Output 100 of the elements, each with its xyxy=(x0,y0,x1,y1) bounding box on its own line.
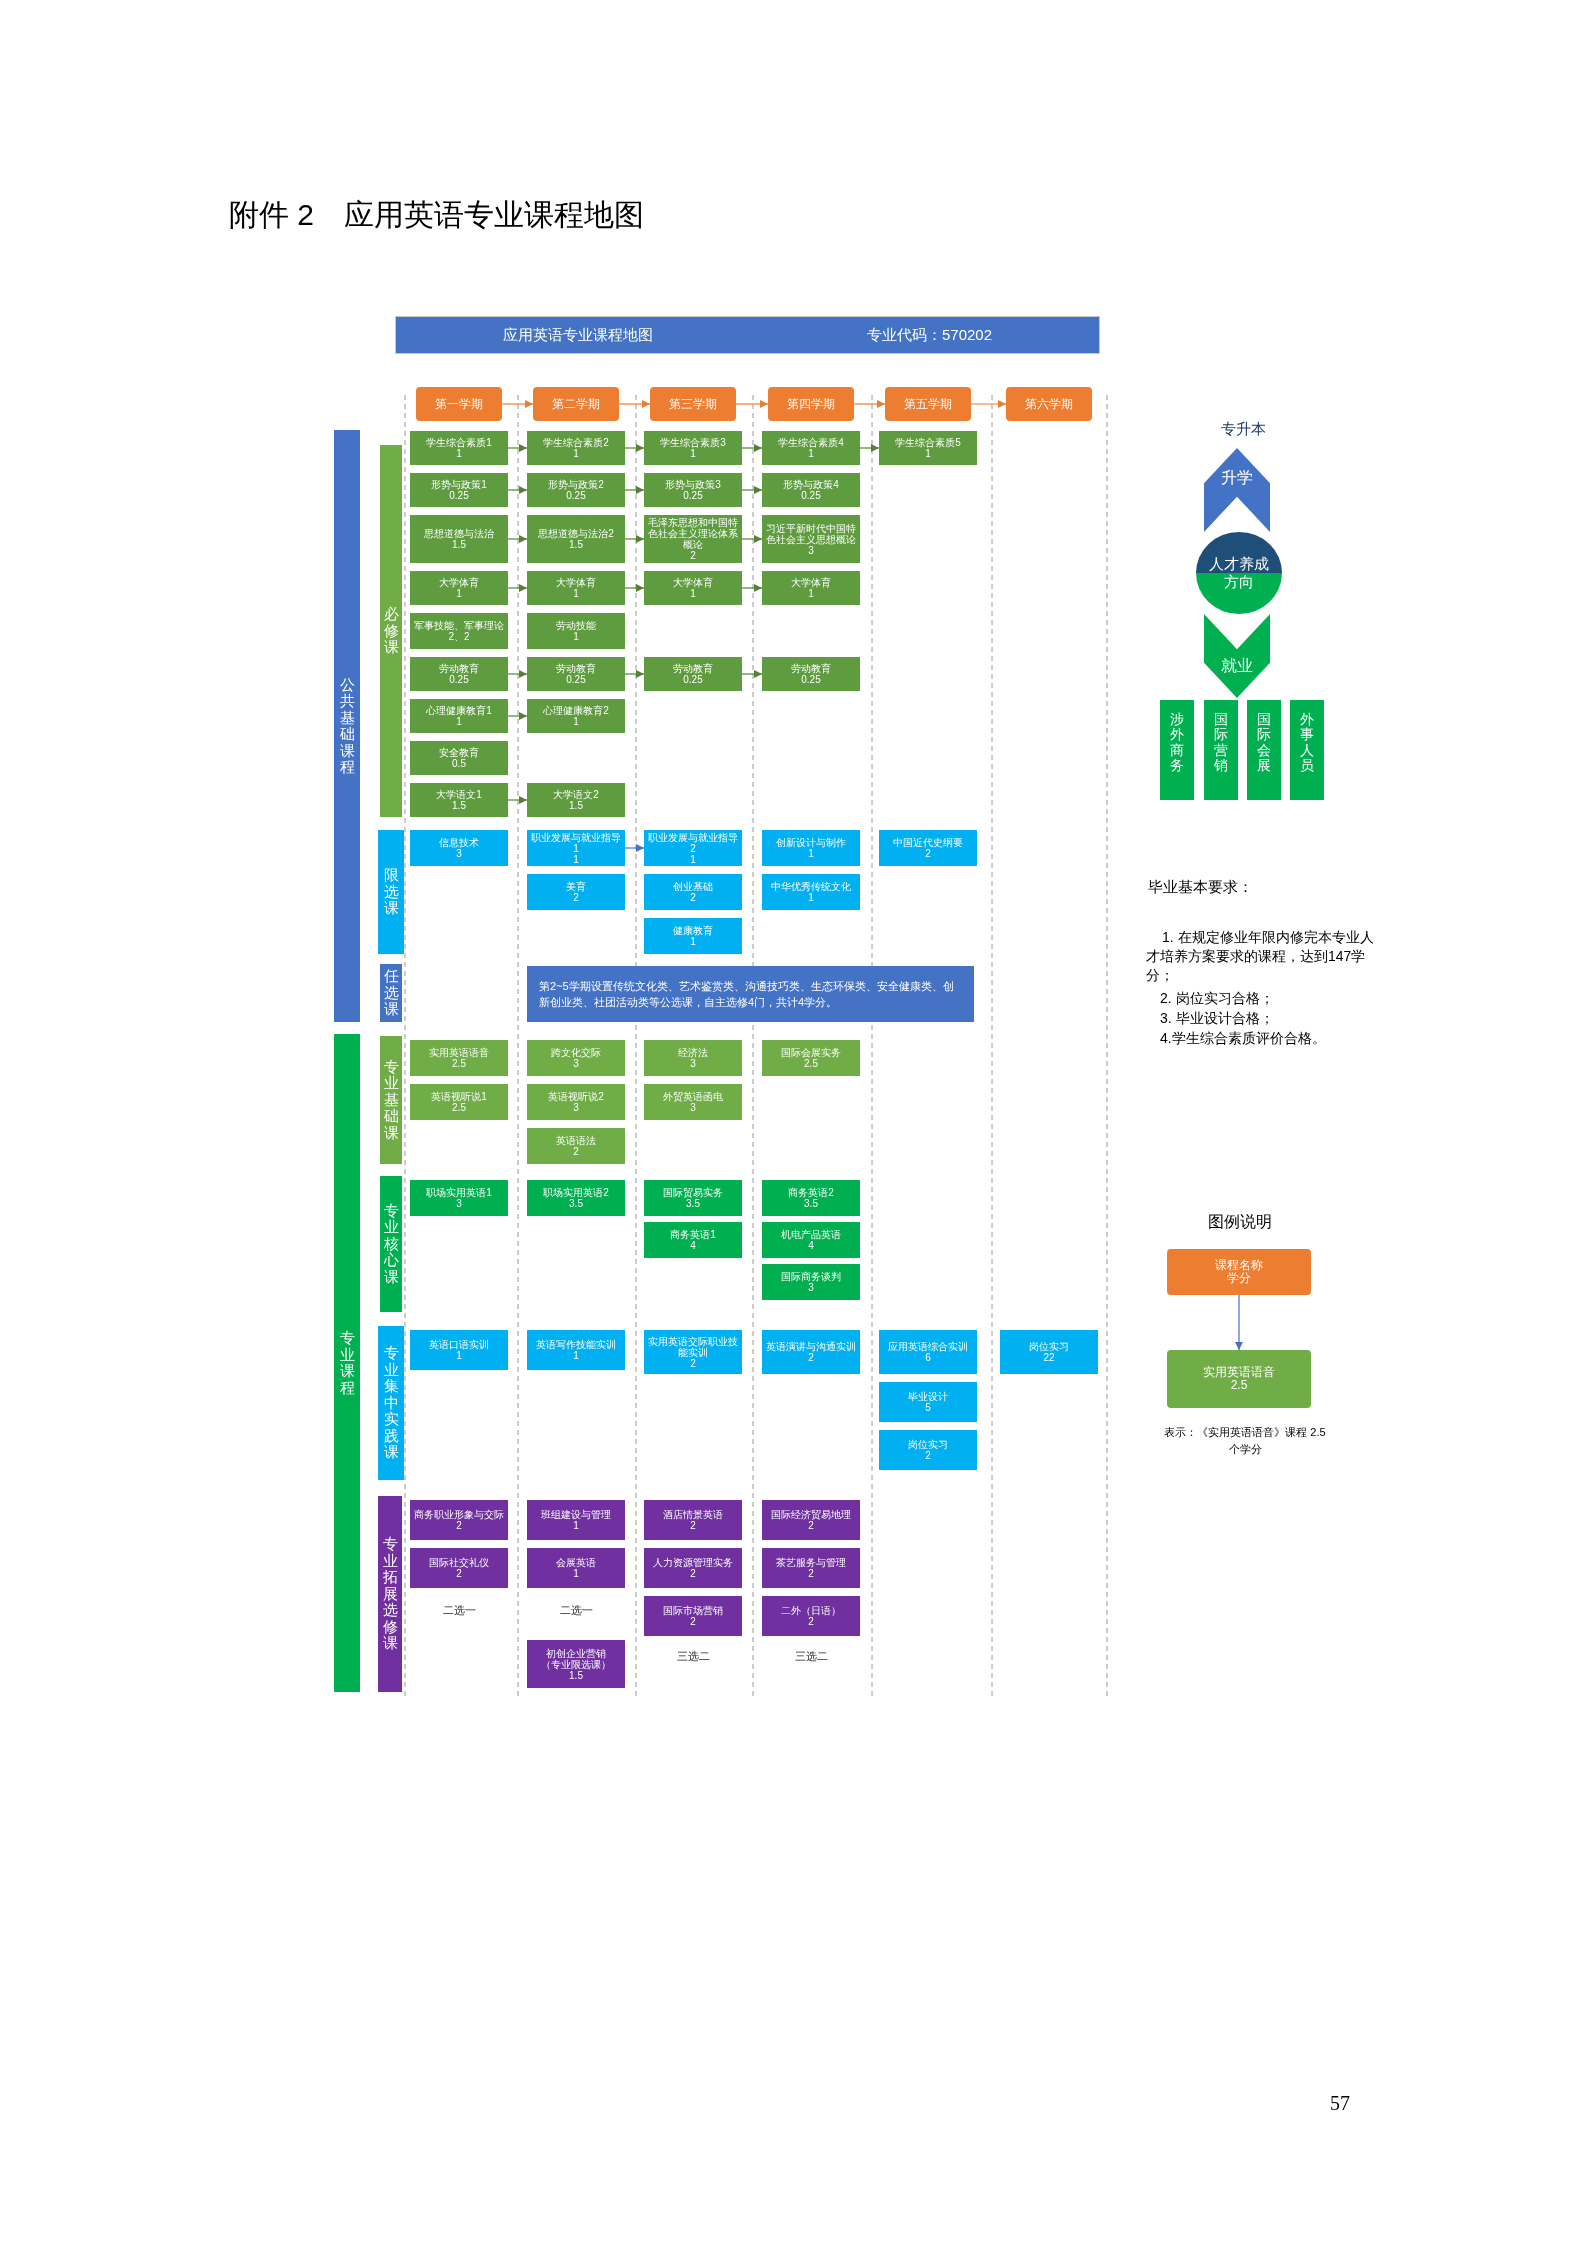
credit-value: 学分 xyxy=(1227,1272,1251,1286)
credit-value: 1 xyxy=(573,853,579,865)
course-name: 信息技术 xyxy=(439,837,479,848)
credit-value: 1 xyxy=(456,716,462,727)
course-box xyxy=(410,783,508,817)
course-box xyxy=(527,613,625,649)
requirement-text: 3. 毕业设计合格； xyxy=(1160,1009,1275,1028)
course-name: 职场实用英语1 xyxy=(426,1187,492,1198)
course-box xyxy=(410,830,508,866)
course-name: 形势与政策4 xyxy=(783,479,839,490)
arrow xyxy=(1235,1294,1243,1351)
selection-note: 三选二 xyxy=(675,1649,711,1664)
course-box xyxy=(527,473,625,507)
course-box xyxy=(527,657,625,691)
course-name: 英语写作技能实训 xyxy=(536,1339,616,1350)
credit-value: 2 xyxy=(573,892,579,903)
credit-value: 1.5 xyxy=(569,1669,583,1681)
credit-value: 2、2 xyxy=(448,631,470,642)
credit-value: 1 xyxy=(573,1350,579,1361)
credit-value: 2 xyxy=(690,1568,696,1579)
course-name: 英语视听说2 xyxy=(548,1091,604,1102)
arrow xyxy=(741,535,763,543)
course-name: 初创企业营销 xyxy=(546,1647,606,1659)
course-box xyxy=(762,1500,860,1540)
selection-note: 三选二 xyxy=(793,1649,829,1664)
credit-value: 2.5 xyxy=(452,1058,466,1069)
course-name: 心理健康教育1 xyxy=(426,705,492,716)
arrow xyxy=(624,535,645,543)
course-box xyxy=(644,1330,742,1374)
course-box xyxy=(410,473,508,507)
legend-caption: 表示：《实用英语语音》课程 2.5个学分 xyxy=(1163,1425,1327,1457)
arrow xyxy=(624,844,645,852)
credit-value: 1 xyxy=(808,448,814,459)
course-box xyxy=(762,1040,860,1076)
semester-box xyxy=(885,387,971,421)
course-name: 劳动教育 xyxy=(556,663,596,674)
course-box xyxy=(410,699,508,733)
category-bar xyxy=(378,1326,404,1480)
course-box xyxy=(410,1500,508,1540)
section-heading: 毕业基本要求： xyxy=(1148,877,1254,897)
course-box xyxy=(879,1430,977,1470)
course-name: 班组建设与管理 xyxy=(541,1509,611,1520)
arrow xyxy=(735,400,769,408)
course-name: 人力资源管理实务 xyxy=(653,1557,733,1568)
vertical-label: 专业核心课 xyxy=(383,1202,399,1286)
course-box xyxy=(410,571,508,605)
note-text: 第2~5学期设置传统文化类、艺术鉴赏类、沟通技巧类、生态环保类、安全健康类、创新创业类、社团活动类等公选课，自主选修4门，共计4学分。 xyxy=(539,978,955,1010)
course-name: 大学体育 xyxy=(439,577,479,588)
arrow xyxy=(507,796,528,804)
credit-value: 2 xyxy=(808,1520,814,1531)
course-name: 职业发展与就业指导1 xyxy=(530,831,622,854)
course-box xyxy=(644,657,742,691)
credit-value: 1 xyxy=(808,892,814,903)
course-name: 军事技能、军事理论 xyxy=(414,620,504,631)
course-box xyxy=(644,1222,742,1258)
credit-value: 2 xyxy=(690,1616,696,1627)
course-name: 国际商务谈判 xyxy=(781,1271,841,1282)
course-box xyxy=(644,1500,742,1540)
vertical-label: 专业课程 xyxy=(339,1330,355,1396)
course-box xyxy=(527,431,625,465)
category-bar xyxy=(378,830,404,954)
course-name: 形势与政策3 xyxy=(665,479,721,490)
arrow xyxy=(741,584,763,592)
direction-caption: 专升本 xyxy=(1219,419,1267,439)
arrow xyxy=(970,400,1007,408)
credit-value: 1 xyxy=(573,448,579,459)
credit-value: 2 xyxy=(690,550,696,561)
course-name: 英语语法 xyxy=(556,1135,596,1146)
course-box xyxy=(644,515,742,563)
course-box xyxy=(644,473,742,507)
credit-value: 1 xyxy=(573,1568,579,1579)
course-name: 创业基础 xyxy=(673,881,713,892)
credit-value: 3 xyxy=(573,1058,579,1069)
course-name: 英语演讲与沟通实训 xyxy=(766,1341,856,1352)
credit-value: 2 xyxy=(808,1568,814,1579)
course-box xyxy=(762,1330,860,1374)
course-box xyxy=(527,783,625,817)
course-name: 职业发展与就业指导2 xyxy=(647,831,739,854)
credit-value: 0.25 xyxy=(683,490,703,501)
credit-value: 3.5 xyxy=(686,1198,700,1209)
credit-value: 2 xyxy=(456,1520,462,1531)
credit-value: 3.5 xyxy=(804,1198,818,1209)
vertical-label: 公共基础课程 xyxy=(339,676,355,776)
course-name: 国际社交礼仪 xyxy=(429,1557,489,1568)
category-bar xyxy=(334,430,360,1022)
course-box xyxy=(762,874,860,910)
legend-course-box xyxy=(1167,1350,1311,1408)
course-box xyxy=(644,431,742,465)
credit-value: 1 xyxy=(690,936,696,947)
course-name: 美育 xyxy=(566,881,586,892)
course-box xyxy=(879,431,977,465)
semester-box xyxy=(650,387,736,421)
circle-label: 人才养成方向 xyxy=(1208,555,1270,591)
course-name: 劳动教育 xyxy=(673,663,713,674)
course-name: 形势与政策2 xyxy=(548,479,604,490)
credit-value: 2.5 xyxy=(804,1058,818,1069)
credit-value: 2 xyxy=(573,1146,579,1157)
credit-value: 3 xyxy=(690,1058,696,1069)
vertical-label: 涉外商务 xyxy=(1170,712,1184,776)
credit-value: 3 xyxy=(573,1102,579,1113)
